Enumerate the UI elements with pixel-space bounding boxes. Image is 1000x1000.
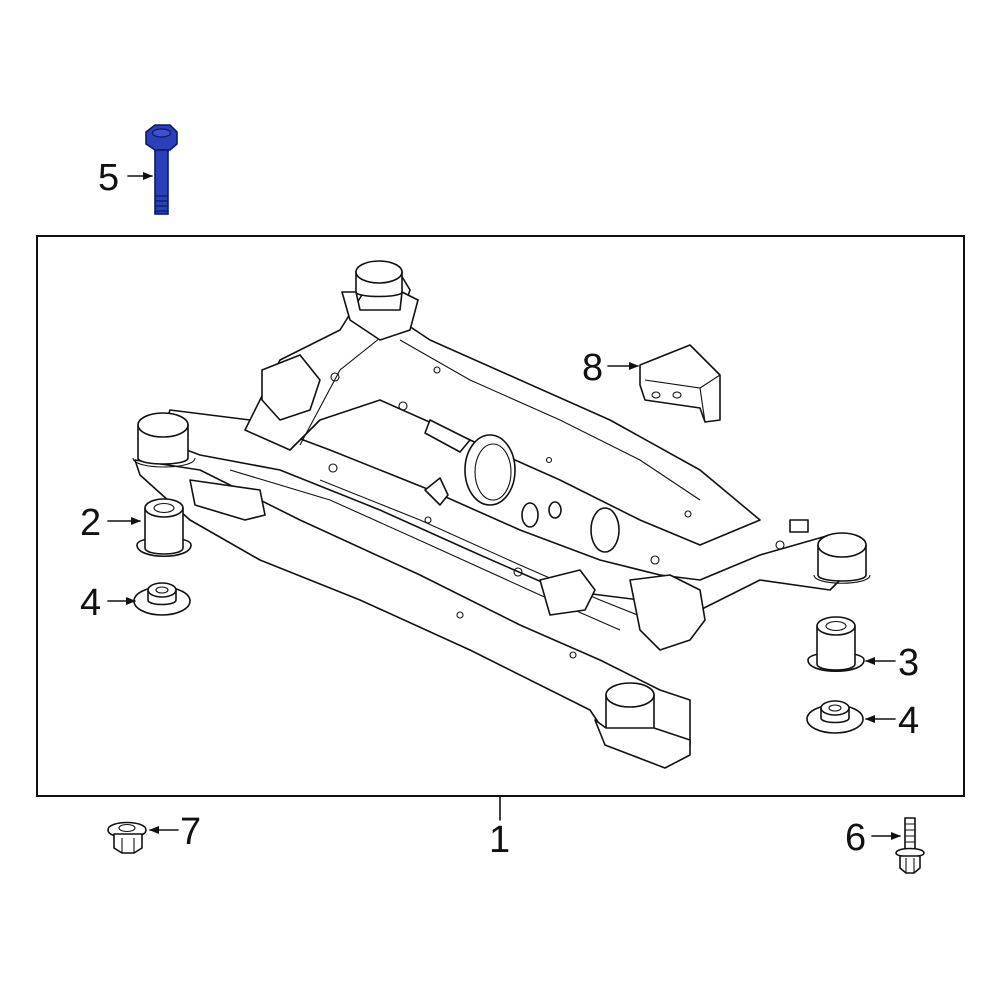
washer-part-4-left[interactable]	[133, 582, 191, 616]
callout-4-right: 4	[898, 700, 919, 742]
callout-3: 3	[898, 642, 919, 684]
bushing-part-2[interactable]	[136, 498, 192, 558]
callout-4-left: 4	[80, 582, 101, 624]
callout-8: 8	[582, 347, 603, 389]
bolt-part-5[interactable]	[145, 124, 178, 215]
nut-part-7[interactable]	[107, 821, 147, 854]
subframe-part-1[interactable]	[132, 260, 871, 769]
callout-1: 1	[489, 819, 510, 861]
washer-part-4-right[interactable]	[806, 700, 864, 734]
callout-6: 6	[845, 817, 866, 859]
callout-2: 2	[80, 502, 101, 544]
bracket-part-8[interactable]	[639, 344, 721, 423]
callout-5: 5	[98, 157, 119, 199]
bushing-part-3[interactable]	[807, 616, 865, 673]
bolt-part-6[interactable]	[895, 817, 925, 874]
callout-7: 7	[180, 811, 201, 853]
